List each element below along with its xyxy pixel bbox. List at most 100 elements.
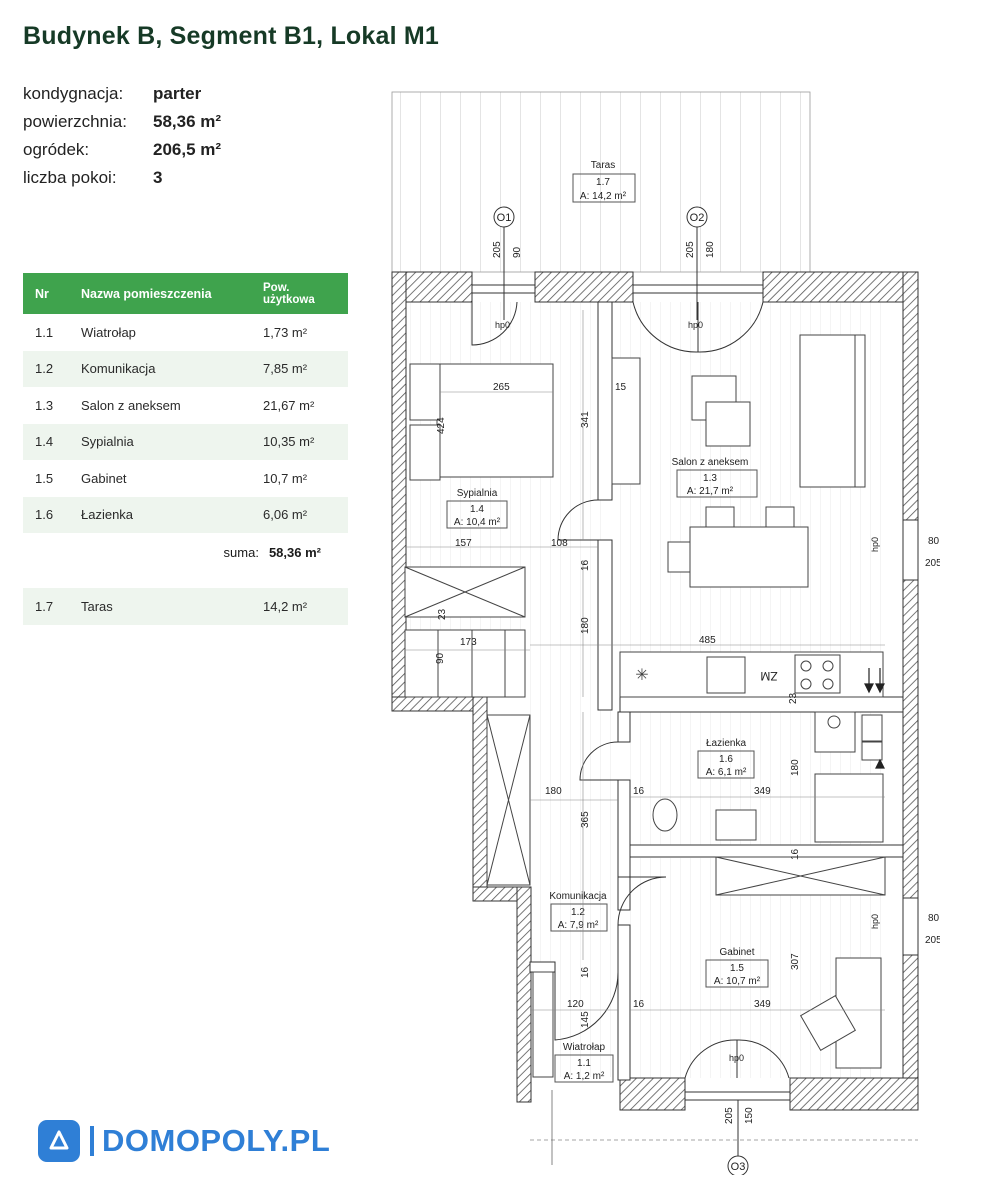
info-label: ogródek: <box>23 140 90 159</box>
hp0-label: hp0 <box>688 320 703 330</box>
room-label-sypialnia: Sypialnia 1.4 A: 10,4 m² <box>446 488 508 529</box>
table-row: 1.1 Wiatrołap 1,73 m² <box>23 314 348 351</box>
info-row-rooms: liczba pokoi: 3 <box>23 164 221 192</box>
dim-180: 180 <box>545 786 562 797</box>
row-nr: 1.7 <box>35 598 54 614</box>
row-area: 14,2 m² <box>263 598 308 614</box>
row-area: 10,35 m² <box>263 434 315 450</box>
room-area: A: 1,2 m² <box>564 1071 605 1082</box>
interior-walls <box>529 301 904 1081</box>
dim-157: 157 <box>455 538 472 549</box>
info-row-floor: kondygnacja: parter <box>23 80 221 108</box>
table-row: 1.5 Gabinet 10,7 m² <box>23 460 348 497</box>
row-name: Sypialnia <box>81 434 134 450</box>
table-row: 1.3 Salon z aneksem 21,67 m² <box>23 387 348 424</box>
row-nr: 1.3 <box>35 397 54 413</box>
dim-205: 205 <box>925 935 940 946</box>
dim-23: 23 <box>437 608 448 620</box>
room-name: Łazienka <box>706 738 746 749</box>
dim-23: 23 <box>788 692 799 704</box>
arrow-markers <box>864 668 885 769</box>
dimension-labels: 205 90 205 180 265 15 424 341 157 108 16… <box>435 241 940 1124</box>
info-value: 206,5 m² <box>153 140 222 159</box>
room-label-gabinet: Gabinet 1.5 A: 10,7 m² <box>705 947 769 988</box>
dim-16: 16 <box>790 848 801 860</box>
info-label: liczba pokoi: <box>23 168 117 187</box>
info-value: 58,36 m² <box>153 112 222 131</box>
dim-16: 16 <box>580 559 591 571</box>
dim-80: 80 <box>928 913 940 924</box>
room-nr: 1.4 <box>470 504 484 515</box>
row-area: 6,06 m² <box>263 507 308 523</box>
living-furniture <box>611 334 884 698</box>
dimension-lines <box>405 310 885 1011</box>
row-area: 21,67 m² <box>263 397 315 413</box>
dim-485: 485 <box>699 635 716 646</box>
dim-205: 205 <box>492 241 503 258</box>
hp0-label: hp0 <box>729 1053 744 1063</box>
logo-mark-icon <box>38 1120 80 1162</box>
room-label-komunikacja: Komunikacja 1.2 A: 7,9 m² <box>549 891 608 932</box>
window-markers <box>493 206 749 1175</box>
brand-logo[interactable]: DOMOPOLY.PL <box>38 1120 330 1162</box>
room-area: A: 14,2 m² <box>580 191 627 202</box>
room-nr: 1.6 <box>719 754 733 765</box>
row-nr: 1.1 <box>35 324 54 340</box>
washing-machine-label: ZM <box>760 669 777 683</box>
dim-180: 180 <box>705 241 716 258</box>
marker-o1: O1 <box>497 212 512 224</box>
row-name: Gabinet <box>81 470 127 486</box>
room-nr: 1.1 <box>577 1058 591 1069</box>
marker-o2: O2 <box>690 212 705 224</box>
hp0-label: hp0 <box>495 320 510 330</box>
room-area: A: 7,9 m² <box>558 920 599 931</box>
hp0-label: hp0 <box>870 537 880 552</box>
terrace-area <box>391 91 811 273</box>
info-label: kondygnacja: <box>23 84 124 103</box>
sum-label: suma: <box>223 544 259 560</box>
dim-180: 180 <box>790 759 801 776</box>
info-row-garden: ogródek: 206,5 m² <box>23 136 221 164</box>
row-name: Łazienka <box>81 507 134 523</box>
header-area-line1: Pow. <box>263 281 290 294</box>
dim-205: 205 <box>925 558 940 569</box>
room-name: Taras <box>591 160 615 171</box>
dim-90: 90 <box>435 652 446 664</box>
page-title: Budynek B, Segment B1, Lokal M1 <box>23 22 440 50</box>
row-area: 1,73 m² <box>263 324 308 340</box>
dim-90: 90 <box>512 246 523 258</box>
hall-office-furniture <box>486 714 886 1078</box>
table-row: 1.2 Komunikacja 7,85 m² <box>23 350 348 387</box>
sum-row: suma: 58,36 m² <box>23 533 348 571</box>
logo-divider <box>90 1126 94 1156</box>
dim-120: 120 <box>567 999 584 1010</box>
row-nr: 1.2 <box>35 361 54 377</box>
dim-16: 16 <box>633 786 645 797</box>
header-name: Nazwa pomieszczenia <box>81 286 212 301</box>
room-nr: 1.3 <box>703 473 717 484</box>
room-name: Gabinet <box>719 947 754 958</box>
dim-180: 180 <box>580 617 591 634</box>
room-nr: 1.7 <box>596 177 610 188</box>
door-level-labels: hp0 hp0 hp0 hp0 hp0 <box>495 320 880 1063</box>
room-name: Komunikacja <box>549 891 607 902</box>
row-name: Taras <box>81 598 113 614</box>
row-nr: 1.4 <box>35 434 54 450</box>
dim-424: 424 <box>436 417 447 434</box>
dim-173: 173 <box>460 637 477 648</box>
rooms-table: Nr Nazwa pomieszczenia Pow. użytkowa 1.1… <box>23 273 348 625</box>
dim-145: 145 <box>580 1011 591 1028</box>
dim-341: 341 <box>580 411 591 428</box>
dim-205: 205 <box>685 241 696 258</box>
sum-value: 58,36 m² <box>268 544 321 560</box>
table-row-terrace: 1.7 Taras 14,2 m² <box>23 588 348 625</box>
dim-307: 307 <box>790 953 801 970</box>
apartment-info: kondygnacja: parter powierzchnia: 58,36 … <box>23 80 221 192</box>
dim-108: 108 <box>551 538 568 549</box>
window-marker-labels: O1 O2 O3 O4 O4 <box>497 212 746 1173</box>
info-label: powierzchnia: <box>23 112 127 131</box>
header-area: Pow. użytkowa <box>263 282 348 306</box>
room-label-salon: Salon z aneksem 1.3 A: 21,7 m² <box>672 457 758 498</box>
room-label-lazienka: Łazienka 1.6 A: 6,1 m² <box>697 738 755 779</box>
room-area: A: 21,7 m² <box>687 486 734 497</box>
